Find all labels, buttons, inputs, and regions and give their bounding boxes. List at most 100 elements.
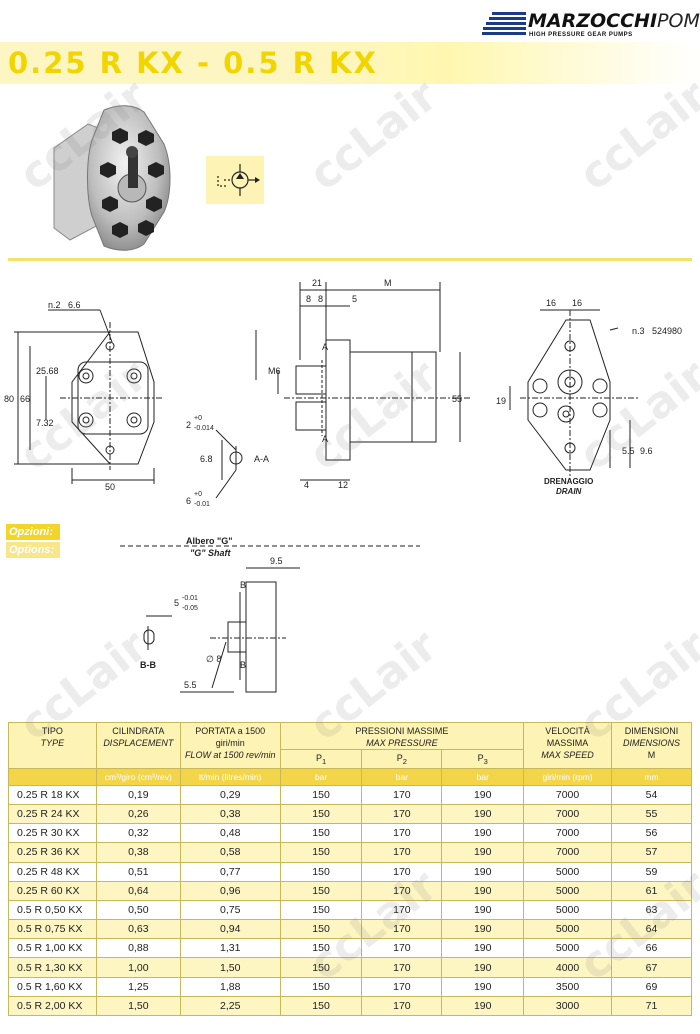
label-a-bottom: A (322, 434, 328, 444)
table-cell: 7000 (523, 842, 612, 863)
label-6-6: 6.6 (68, 300, 81, 310)
label-drain-en: DRAIN (556, 487, 582, 496)
table-cell: 190 (441, 957, 525, 978)
table-cell: 190 (441, 861, 525, 882)
label-m: M (384, 278, 392, 288)
table-cell: 0.5 R 0,75 KX (8, 919, 97, 940)
label-6-sub: -0.01 (194, 501, 210, 508)
label-5-g-sup: -0.01 (182, 595, 198, 602)
table-cell: 0,64 (95, 880, 181, 901)
table-cell: 0,38 (95, 842, 181, 863)
table-cell: 1,50 (95, 995, 181, 1017)
table-cell: 4000 (523, 957, 612, 978)
table-cell: 0.5 R 1,00 KX (8, 938, 97, 959)
label-4: 4 (304, 480, 309, 490)
table-cell: 170 (361, 899, 443, 921)
label-9-6: 9.6 (640, 446, 653, 456)
label-drain-it: DRENAGGIO (544, 477, 593, 486)
table-cell: 150 (279, 784, 363, 805)
label-6-8: 6.8 (200, 454, 213, 464)
col-p1: P1 (279, 749, 363, 769)
table-cell: 150 (279, 919, 363, 940)
section-a-a (215, 429, 243, 499)
table-cell: 5000 (523, 938, 612, 959)
unit-cil: cm³/giro (cm³/rev) (95, 767, 181, 786)
label-9-5: 9.5 (270, 556, 283, 566)
unit-p1: bar (279, 767, 363, 786)
table-cell: 170 (361, 938, 443, 959)
table-cell: 66 (611, 938, 692, 959)
pump-photo (53, 105, 171, 251)
g-shaft-view (120, 545, 420, 693)
technical-drawing: n.2 6.6 80 66 25.68 7.32 50 2 +0 -0.014 … (4, 278, 682, 693)
table-cell: 150 (279, 899, 363, 921)
table-cell: 0,50 (95, 899, 181, 921)
table-cell: 190 (441, 823, 525, 844)
table-cell: 0.25 R 24 KX (8, 803, 97, 825)
label-8b: 8 (318, 294, 323, 304)
table-cell: 5000 (523, 919, 612, 940)
label-5-g-sub: -0.05 (182, 605, 198, 612)
label-2: 2 (186, 420, 191, 430)
label-25-68: 25.68 (36, 366, 59, 376)
table-cell: 190 (441, 880, 525, 901)
table-cell: 170 (361, 919, 443, 940)
table-cell: 170 (361, 957, 443, 978)
label-m6: M6 (268, 366, 281, 376)
hydraulic-symbol (206, 156, 264, 204)
page-title: 0.25 R KX - 0.5 R KX (8, 46, 378, 80)
options-label: Opzioni: Options: (6, 524, 60, 558)
table-cell: 170 (361, 995, 443, 1017)
rear-view (509, 309, 640, 480)
table-cell: 150 (279, 938, 363, 959)
table-cell: 190 (441, 784, 525, 805)
table-cell: 0,77 (179, 861, 281, 882)
table-cell: 1,25 (95, 976, 181, 997)
table-cell: 0.25 R 18 KX (8, 784, 97, 805)
table-cell: 0,32 (95, 823, 181, 844)
label-b-top: B (240, 580, 246, 590)
label-a-a: A-A (254, 454, 269, 464)
table-cell: 56 (611, 823, 692, 844)
table-cell: 1,50 (179, 957, 281, 978)
table-cell: 59 (611, 861, 692, 882)
label-n3: n.3 (632, 326, 645, 336)
table-cell: 0,63 (95, 919, 181, 940)
label-oring: 524980 (652, 326, 682, 336)
label-80: 80 (4, 394, 14, 404)
label-6-sup: +0 (194, 491, 202, 498)
table-cell: 1,31 (179, 938, 281, 959)
options-en: Options: (6, 542, 60, 558)
table-cell: 170 (361, 861, 443, 882)
table-cell: 1,00 (95, 957, 181, 978)
table-cell: 150 (279, 842, 363, 863)
unit-p3: bar (441, 767, 525, 786)
logo-stripes-icon (482, 12, 526, 35)
label-55: 55 (452, 394, 462, 404)
table-cell: 190 (441, 938, 525, 959)
side-view (255, 282, 470, 481)
table-cell: 54 (611, 784, 692, 805)
table-cell: 190 (441, 899, 525, 921)
label-21: 21 (312, 278, 322, 288)
table-cell: 150 (279, 957, 363, 978)
table-cell: 0,58 (179, 842, 281, 863)
label-8a: 8 (306, 294, 311, 304)
table-cell: 0.5 R 1,30 KX (8, 957, 97, 978)
table-cell: 1,88 (179, 976, 281, 997)
top-bar (0, 0, 700, 42)
table-cell: 150 (279, 976, 363, 997)
table-cell: 0,29 (179, 784, 281, 805)
table-cell: 150 (279, 803, 363, 825)
